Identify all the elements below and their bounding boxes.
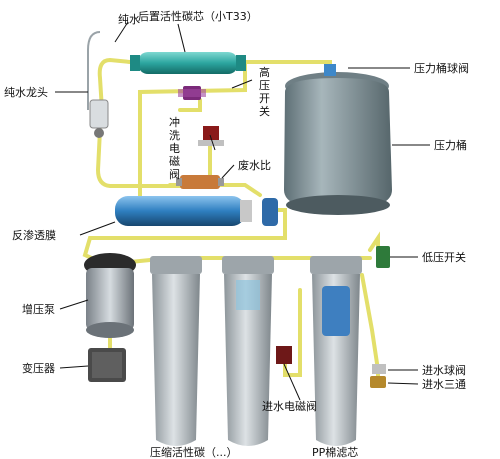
label-inlet-solenoid: 进水电磁阀 <box>262 400 317 413</box>
tube-hp-to-mem <box>178 98 202 112</box>
filter-housing-1 <box>150 256 202 446</box>
label-tank-ball-valve: 压力桶球阀 <box>414 62 469 75</box>
tube-faucet-down <box>95 128 187 188</box>
label-faucet: 纯水龙头 <box>4 86 48 99</box>
label-low-pressure-switch: 低压开关 <box>422 251 466 264</box>
inlet-valve-drawing <box>370 364 386 388</box>
label-bottom-left: 压缩活性碳（...） <box>150 446 238 459</box>
label-high-pressure-switch: 高压开关 <box>259 66 270 118</box>
tube-inlet-solenoid <box>283 288 302 377</box>
label-pressure-tank: 压力桶 <box>434 139 467 152</box>
inlet-solenoid-drawing <box>276 346 292 364</box>
pressure-tank <box>284 64 392 215</box>
tube-carbon-to-tank <box>236 60 332 72</box>
faucet-drawing <box>87 31 109 138</box>
label-pure-water: 纯水 <box>118 13 140 26</box>
low-pressure-switch-drawing <box>376 246 390 268</box>
post-carbon-filter <box>130 52 246 74</box>
label-inlet-ball-valve: 进水球阀 <box>422 364 466 377</box>
tube-mem-to-pump <box>82 208 287 264</box>
ro-membrane-drawing <box>115 196 278 226</box>
transformer-drawing <box>88 348 126 382</box>
filter-housing-2 <box>222 256 274 446</box>
label-transformer: 变压器 <box>22 362 55 375</box>
label-inlet-tee: 进水三通 <box>422 378 466 391</box>
label-booster-pump: 增压泵 <box>22 303 55 316</box>
tube-carbon-to-faucet <box>97 57 132 112</box>
waste-ratio-drawing <box>176 175 224 189</box>
flush-valve-drawing <box>198 126 224 146</box>
booster-pump-drawing <box>84 253 136 338</box>
label-ro-membrane: 反渗透膜 <box>12 229 56 242</box>
filter-housing-3 <box>310 256 362 446</box>
label-waste-ratio: 废水比 <box>238 159 271 172</box>
label-post-carbon: 后置活性碳芯（小T33） <box>138 10 258 23</box>
label-bottom-right: PP棉滤芯 <box>312 446 359 459</box>
label-flush-valve: 冲洗电磁阀 <box>169 116 180 181</box>
leader-lines <box>55 21 430 401</box>
high-pressure-switch-drawing <box>178 86 206 100</box>
